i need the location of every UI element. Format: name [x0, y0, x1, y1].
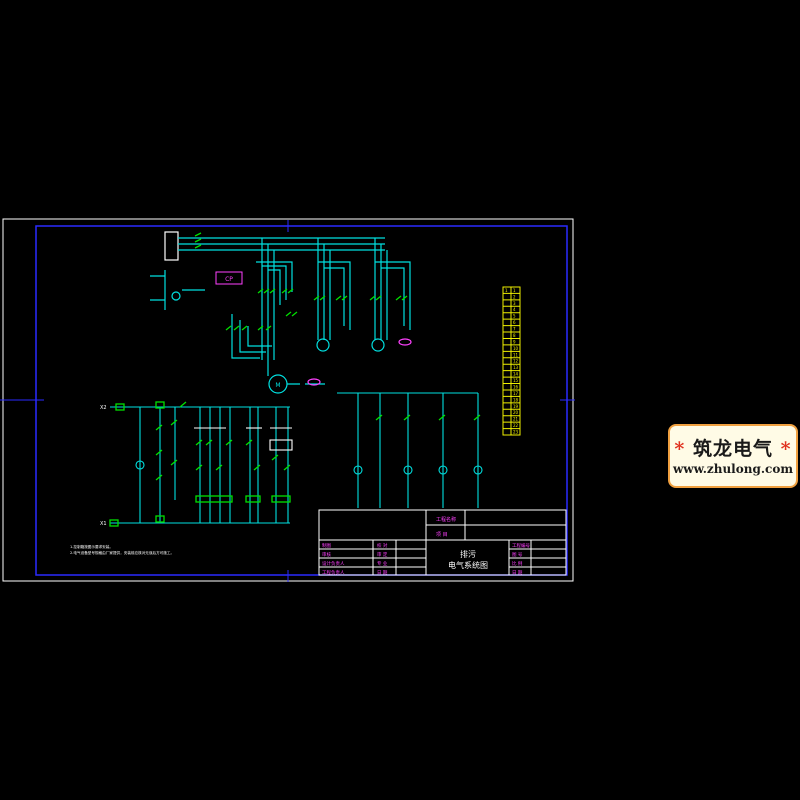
title-role-mid: 校 对: [377, 542, 388, 549]
title-role-right: 日 期: [512, 570, 523, 576]
drawing-title-2: 电气系统图: [448, 560, 488, 570]
title-role-right: 比 例: [512, 560, 523, 567]
control-contacts: [109, 401, 291, 527]
table-header-cell: 1: [505, 288, 508, 293]
watermark-brand: 筑龙电气: [692, 438, 773, 460]
title-roles-mid: 校 对审 定专 业日 期: [377, 542, 388, 576]
table-cell: 12: [513, 359, 519, 364]
table-cell: 13: [513, 365, 519, 370]
x2-tag: X2: [100, 405, 107, 411]
title-role-left: 设计负责人: [322, 560, 345, 567]
title-role-left: 审核: [322, 551, 331, 558]
cp-box: [215, 271, 243, 285]
title-role-mid: 审 定: [377, 551, 388, 558]
title-role-left: 制图: [322, 542, 331, 549]
table-header-cell: 1: [513, 288, 516, 293]
table-cell: 17: [513, 391, 519, 396]
table-cell: 22: [513, 423, 519, 428]
table-cell: 14: [513, 372, 519, 377]
table-cell: 19: [513, 404, 519, 409]
control-circuit: [110, 406, 293, 524]
title-block: [318, 509, 567, 576]
title-role-left: 工程负责人: [322, 569, 345, 576]
star-icon: *: [780, 438, 792, 460]
watermark-url: www.zhulong.com: [672, 462, 794, 476]
power-circuit: [150, 231, 411, 376]
table-cell: 23: [513, 430, 519, 435]
table-cell: 2: [513, 294, 516, 299]
power-contacts: [194, 232, 408, 331]
table-cell: 7: [513, 327, 516, 332]
table-cell: 9: [513, 339, 516, 344]
item-label: 项 目: [436, 532, 448, 538]
table-cell: 18: [513, 397, 519, 402]
table-cell: 21: [513, 417, 519, 422]
note-2: 2.电气设备型号规格由厂家提供，安装前应核对无误后方可施工。: [70, 550, 174, 555]
x1-tag: X1: [100, 521, 107, 527]
table-cell: 15: [513, 378, 519, 383]
table-cell: 8: [513, 333, 516, 338]
table-cell: 6: [513, 320, 516, 325]
lamp-circuit: [337, 392, 483, 508]
star-icon: *: [674, 438, 686, 460]
motor-symbols: [268, 338, 412, 394]
note-1: 1.控制箱按图示要求安装。: [70, 544, 113, 549]
watermark-brand-line: * 筑龙电气 *: [670, 434, 796, 461]
table-cell: 3: [513, 301, 516, 306]
sheet-outer-frame: [2, 218, 574, 582]
table-cell: 11: [513, 352, 519, 357]
table-cell: 4: [513, 307, 516, 312]
watermark-badge: * 筑龙电气 * www.zhulong.com: [668, 424, 798, 488]
table-cell: 10: [513, 346, 519, 351]
table-cell: 16: [513, 384, 519, 389]
title-role-mid: 日 期: [377, 570, 388, 576]
drawing-title-1: 排污: [460, 549, 476, 559]
title-role-right: 图 号: [512, 552, 523, 558]
table-cell: 5: [513, 314, 516, 319]
project-label: 工程名称: [436, 516, 456, 523]
title-role-right: 工程编号: [512, 542, 530, 549]
lamp-contacts: [375, 414, 481, 421]
title-role-mid: 专 业: [377, 560, 388, 567]
cp-tag: CP: [225, 276, 233, 283]
motor-tag: M: [275, 382, 280, 389]
table-cell: 20: [513, 410, 519, 415]
